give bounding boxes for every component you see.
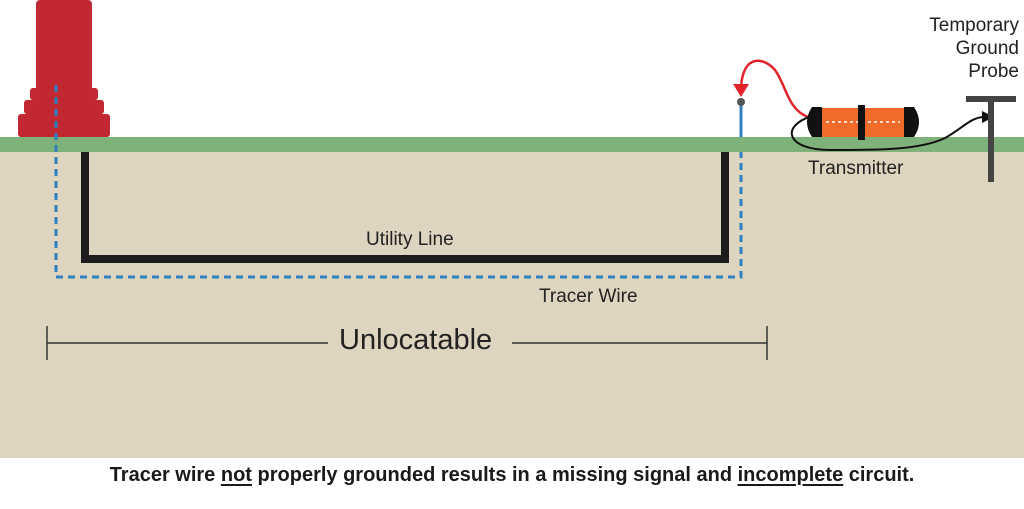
signal-lead [739,59,809,119]
utility-line-label: Utility Line [362,229,458,252]
unlocatable-label: Unlocatable [333,324,499,357]
tracer-wire [54,85,743,279]
utility-line [81,152,729,263]
grass-strip [0,137,1024,152]
ground-probe-label: Temporary Ground Probe [929,15,1019,83]
hydrant [18,0,110,137]
caption-part2: properly grounded results in a missing s… [251,464,738,486]
ground-probe-label-line3: Probe [968,60,1019,82]
unlocatable-bracket [46,326,768,360]
ground-probe [966,96,1016,182]
caption-part3: circuit. [843,464,915,486]
tracer-wire-label: Tracer Wire [535,286,642,309]
transmitter [807,105,919,140]
caption: Tracer wire not properly grounded result… [0,464,1024,487]
soil [0,152,1024,458]
ground-lead [790,115,984,152]
transmitter-label: Transmitter [804,158,908,181]
ground-probe-label-line1: Temporary [929,15,1019,36]
signal-lead-clip [733,84,749,97]
caption-part1: Tracer wire [109,464,221,486]
tracer-wire-terminal [737,98,745,106]
caption-incomplete: incomplete [737,464,844,486]
ground-probe-label-line2: Ground [955,37,1019,59]
caption-not: not [220,464,252,486]
